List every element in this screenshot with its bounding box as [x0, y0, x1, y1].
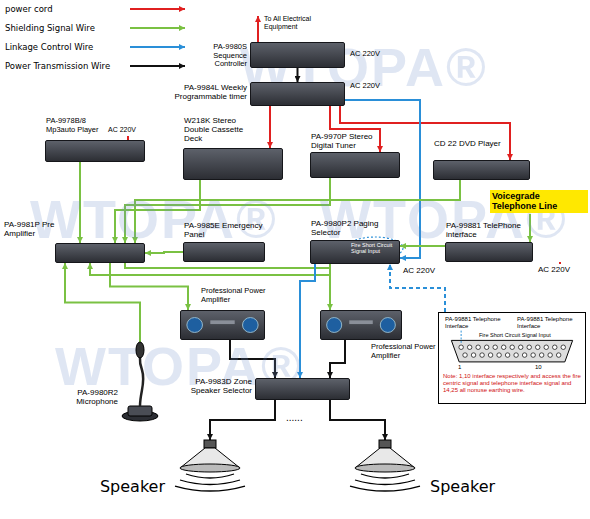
- detail-text: 1: [458, 364, 468, 371]
- connector-detail-box: PA-99881 Telephone Interface PA-99881 Tel…: [438, 312, 586, 404]
- black-wire: [330, 400, 385, 440]
- green-wire: [65, 263, 140, 342]
- device-label: PA-9985E Emergency Panel: [184, 221, 266, 239]
- device-label: PA-9984L Weekly Programmable timer: [151, 83, 247, 101]
- detail-text: Note: 1,10 interface respectively and ac…: [443, 373, 583, 394]
- device-box: W218K Stereo Double Cassette Deck: [183, 148, 283, 180]
- device-label: Speaker: [430, 478, 520, 496]
- power-label: AC 220V: [538, 265, 586, 274]
- device-box: PA-9985E Emergency Panel: [183, 242, 265, 262]
- device-label: PA-9980R2 Microphone: [52, 388, 118, 406]
- device-box: PA-9980S Sequence Controller: [250, 42, 345, 68]
- ellipsis-mark: ......: [286, 412, 316, 424]
- device-label: Professional Power Amplifier: [371, 343, 439, 360]
- device-label: CD 22 DVD Player: [434, 139, 504, 148]
- speaker-node: Speaker: [170, 440, 250, 495]
- device-label: Professional Power Amplifier: [201, 287, 273, 304]
- line-label: Voicegrade Telephone Line: [490, 190, 588, 213]
- note-label: To All Electrical Equipment: [264, 15, 336, 31]
- device-box: PA-9983D Zone Speaker Selector: [255, 378, 350, 400]
- power-label: AC 220V: [350, 82, 400, 91]
- legend-text: Shielding Signal Wire: [5, 23, 95, 33]
- device-box: PA-9984L Weekly Programmable timer: [250, 82, 345, 106]
- detail-text: PA-99881 Telephone Interface: [517, 316, 581, 330]
- detail-text: 10: [535, 364, 549, 371]
- legend-text: Power Transmission Wire: [5, 61, 110, 71]
- speaker-node: Speaker: [345, 440, 425, 495]
- microphone-node: PA-9980R2 Microphone: [120, 342, 160, 422]
- speaker-drawing: [170, 440, 250, 495]
- detail-text: Fire Short Circuit Signal Input: [479, 332, 579, 338]
- legend-line: [130, 65, 185, 67]
- device-box: PA-99881 TelePhone interface: [445, 242, 533, 262]
- device-label: Speaker: [75, 478, 165, 496]
- amplifier-face: [181, 311, 264, 339]
- device-label: PA-9978B/8 Mp3auto Player: [46, 117, 108, 134]
- legend-samples: [130, 9, 185, 66]
- legend-line: [130, 46, 185, 48]
- power-cord-stub: [559, 262, 561, 264]
- device-label: PA-9980P2 Paging Selector: [311, 219, 387, 237]
- green-wire: [110, 263, 188, 310]
- device-box: CD 22 DVD Player: [433, 160, 530, 180]
- power-label: AC 220V: [108, 126, 148, 134]
- legend-line: [130, 8, 185, 10]
- black-wire: [210, 400, 275, 440]
- amplifier-box: Professional Power Amplifier: [320, 310, 402, 340]
- black-wire: [330, 340, 345, 378]
- device-label: PA-9970P Stereo Digital Tuner: [311, 132, 377, 150]
- amplifier-box: Professional Power Amplifier: [180, 310, 265, 340]
- microphone-drawing: [120, 342, 160, 422]
- device-box: PA-9978B/8 Mp3auto Player: [45, 140, 145, 162]
- device-box: PA-9970P Stereo Digital Tuner: [310, 152, 400, 178]
- power-label: AC 220V: [403, 266, 448, 275]
- legend-text: power cord: [5, 4, 53, 14]
- green-wire: [145, 252, 183, 253]
- red-wire: [269, 106, 271, 148]
- device-label: PA-9980S Sequence Controller: [189, 43, 247, 69]
- detail-text: PA-99881 Telephone Interface: [445, 316, 507, 330]
- input-label: Fire Short Circuit Signal Input: [351, 242, 399, 255]
- amplifier-face: [321, 311, 401, 339]
- device-label: PA-9981P Pre Amplifier: [4, 220, 74, 238]
- legend-line: [130, 27, 185, 29]
- device-label: W218K Stereo Double Cassette Deck: [184, 116, 250, 144]
- device-label: PA-99881 TelePhone interface: [446, 221, 526, 239]
- power-label: AC 220V: [350, 50, 400, 59]
- speaker-drawing: [345, 440, 425, 495]
- watermark: WTOPA®: [30, 188, 278, 250]
- device-box: PA-9981P Pre Amplifier: [55, 243, 145, 263]
- device-label: PA-9983D Zone Speaker Selector: [178, 377, 252, 395]
- legend-text: Linkage Control Wire: [5, 42, 93, 52]
